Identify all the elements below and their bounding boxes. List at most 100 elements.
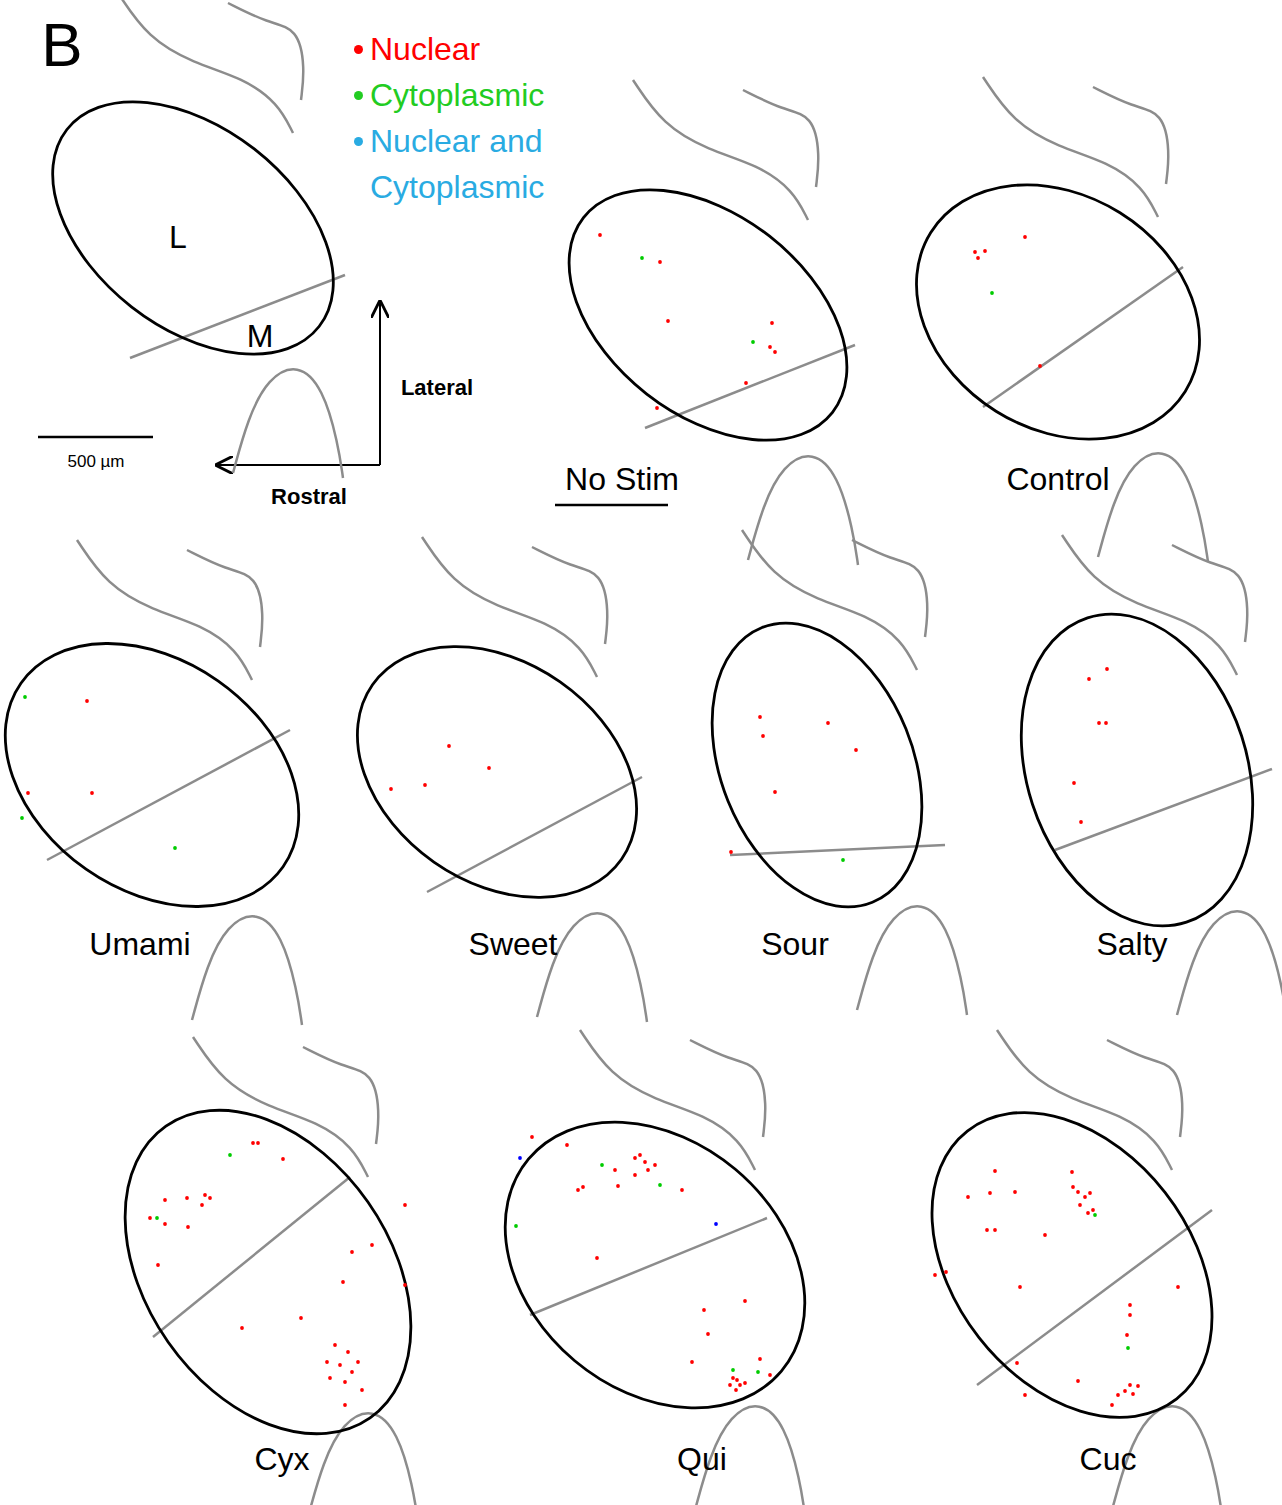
- labeled-cell: [1023, 1393, 1027, 1397]
- labeled-cell: [370, 1243, 374, 1247]
- labeled-cell: [761, 734, 765, 738]
- section-panel: [309, 537, 684, 1022]
- labeled-cell: [598, 233, 602, 237]
- panel-letter: B: [41, 11, 82, 79]
- labeled-cell: [1015, 1361, 1019, 1365]
- condition-label: No Stim: [565, 462, 679, 497]
- labeled-cell: [228, 1153, 232, 1157]
- labeled-cell: [20, 816, 24, 820]
- labeled-cell: [1128, 1383, 1132, 1387]
- condition-label: Salty: [1096, 927, 1167, 962]
- labeled-cell: [1072, 781, 1076, 785]
- labeled-cell: [328, 1376, 332, 1380]
- labeled-cell: [565, 1143, 569, 1147]
- labeled-cell: [581, 1185, 585, 1189]
- labeled-cell: [734, 1388, 738, 1392]
- axis-arrow: [217, 464, 380, 466]
- condition-label: Umami: [89, 927, 190, 962]
- labeled-cell: [26, 791, 30, 795]
- axis-label: Lateral: [401, 376, 473, 400]
- section-panel: [448, 1030, 861, 1505]
- nucleus-outline: [522, 139, 894, 491]
- labeled-cell: [613, 1168, 617, 1172]
- labeled-cell: [990, 291, 994, 295]
- subnucleus-divider: [530, 1218, 767, 1315]
- labeled-cell: [680, 1188, 684, 1192]
- labeled-cell: [403, 1203, 407, 1207]
- legend-entry: Nuclear and Cytoplasmic: [370, 118, 605, 210]
- labeled-cell: [841, 858, 845, 862]
- section-panel: [66, 1037, 470, 1505]
- tissue-boundary: [193, 1037, 368, 1177]
- labeled-cell: [735, 1378, 739, 1382]
- labeled-cell: [729, 850, 733, 854]
- labeled-cell: [1131, 1392, 1135, 1396]
- section-panel: [874, 1030, 1269, 1505]
- labeled-cell: [600, 1163, 604, 1167]
- labeled-cell: [1071, 1185, 1075, 1189]
- labeled-cell: [1123, 1389, 1127, 1393]
- labeled-cell: [1013, 1190, 1017, 1194]
- labeled-cell: [773, 790, 777, 794]
- condition-label: Control: [1006, 462, 1109, 497]
- labeled-cell: [350, 1250, 354, 1254]
- labeled-cell: [983, 249, 987, 253]
- labeled-cell: [1043, 1233, 1047, 1237]
- nucleus-outline: [673, 592, 962, 938]
- tissue-boundary: [857, 906, 967, 1015]
- labeled-cell: [343, 1403, 347, 1407]
- labeled-cell: [758, 1357, 762, 1361]
- labeled-cell: [338, 1363, 342, 1367]
- labeled-cell: [389, 787, 393, 791]
- labeled-cell: [973, 250, 977, 254]
- tissue-boundary: [997, 1030, 1172, 1170]
- labeled-cell: [240, 1326, 244, 1330]
- labeled-cell: [993, 1169, 997, 1173]
- labeled-cell: [186, 1225, 190, 1229]
- labeled-cell: [743, 1299, 747, 1303]
- subnucleus-divider: [983, 267, 1183, 407]
- region-letter: L: [169, 220, 187, 255]
- nucleus-outline: [448, 1063, 861, 1467]
- labeled-cell: [333, 1343, 337, 1347]
- condition-label: Cyx: [254, 1442, 309, 1477]
- axis-arrow: [379, 302, 381, 465]
- labeled-cell: [1086, 1211, 1090, 1215]
- labeled-cell: [633, 1173, 637, 1177]
- labeled-cell: [148, 1216, 152, 1220]
- labeled-cell: [966, 1195, 970, 1199]
- tissue-boundary: [233, 369, 343, 478]
- condition-label: Sour: [761, 927, 829, 962]
- labeled-cell: [1087, 677, 1091, 681]
- labeled-cell: [731, 1376, 735, 1380]
- labeled-cell: [993, 1228, 997, 1232]
- tissue-boundary: [983, 77, 1158, 217]
- labeled-cell: [646, 1168, 650, 1172]
- nucleus-outline: [869, 133, 1247, 490]
- labeled-cell: [155, 1216, 159, 1220]
- labeled-cell: [773, 350, 777, 354]
- labeled-cell: [638, 1153, 642, 1157]
- legend: NuclearCytoplasmicNuclear and Cytoplasmi…: [370, 26, 605, 210]
- labeled-cell: [744, 381, 748, 385]
- section-panel: [869, 77, 1247, 562]
- legend-swatch: [354, 91, 363, 100]
- labeled-cell: [1076, 1379, 1080, 1383]
- tissue-boundary: [1098, 453, 1208, 562]
- labeled-cell: [595, 1256, 599, 1260]
- scale-bar: [38, 436, 153, 439]
- subnucleus-divider: [153, 1177, 350, 1337]
- tissue-boundary: [1062, 535, 1237, 675]
- labeled-cell: [350, 1370, 354, 1374]
- legend-swatch: [354, 45, 363, 54]
- labeled-cell: [658, 260, 662, 264]
- nucleus-outline: [874, 1058, 1269, 1471]
- subnucleus-divider: [130, 275, 345, 358]
- labeled-cell: [518, 1156, 522, 1160]
- tissue-boundary: [228, 3, 303, 100]
- labeled-cell: [530, 1135, 534, 1139]
- labeled-cell: [203, 1193, 207, 1197]
- labeled-cell: [341, 1280, 345, 1284]
- labeled-cell: [200, 1203, 204, 1207]
